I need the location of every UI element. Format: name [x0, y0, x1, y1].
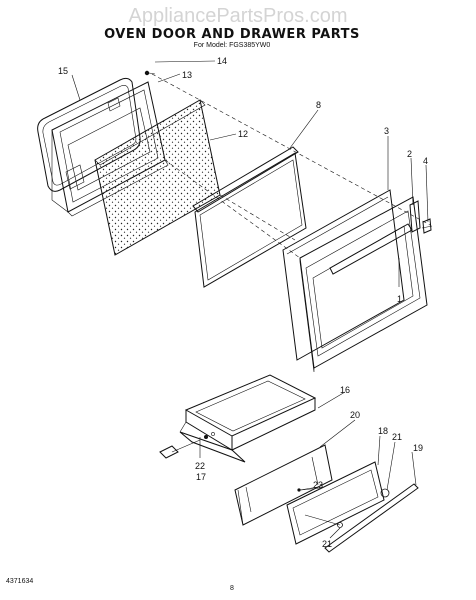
callout: 12 — [238, 129, 248, 139]
page-title: OVEN DOOR AND DRAWER PARTS — [104, 27, 360, 42]
callout: 23 — [313, 480, 323, 490]
drawer-front — [286, 461, 390, 545]
callout: 17 — [196, 472, 206, 482]
drawer-screws — [297, 486, 343, 528]
callout: 21 — [322, 539, 332, 549]
callout: 16 — [340, 385, 350, 395]
callout: 13 — [182, 70, 192, 80]
callout: 4 — [423, 156, 428, 166]
screw — [144, 70, 156, 76]
drawer-trim-strip — [324, 483, 419, 553]
alignment-lines — [151, 73, 431, 259]
handle-bracket — [409, 200, 433, 234]
watermark: AppliancePartsPros.com — [129, 5, 348, 27]
inner-glass-frame — [192, 146, 307, 288]
callout: 3 — [384, 126, 389, 136]
callout: 22 — [195, 461, 205, 471]
document-code: 4371634 — [6, 578, 33, 585]
callout: 20 — [350, 410, 360, 420]
callout: 2 — [407, 149, 412, 159]
callout: 8 — [316, 100, 321, 110]
model-subtitle: For Model: FGS385YW0 — [194, 42, 271, 49]
drawer-body — [179, 374, 317, 463]
callout: 14 — [217, 56, 227, 66]
page-number: 8 — [230, 585, 234, 592]
outer-door-glass — [282, 189, 405, 361]
callout: 19 — [413, 443, 423, 453]
outer-door-frame — [299, 196, 428, 373]
leader-lines — [71, 60, 429, 539]
drawer-front-panel — [234, 444, 333, 526]
callout: 21 — [392, 432, 402, 442]
callout: 18 — [378, 426, 388, 436]
callout: 15 — [58, 66, 68, 76]
callout: 1 — [397, 294, 402, 304]
drawer-slide-clip — [159, 432, 215, 459]
callout-labels: 1 2 3 4 8 12 13 14 15 16 17 18 19 20 21 … — [58, 56, 428, 549]
